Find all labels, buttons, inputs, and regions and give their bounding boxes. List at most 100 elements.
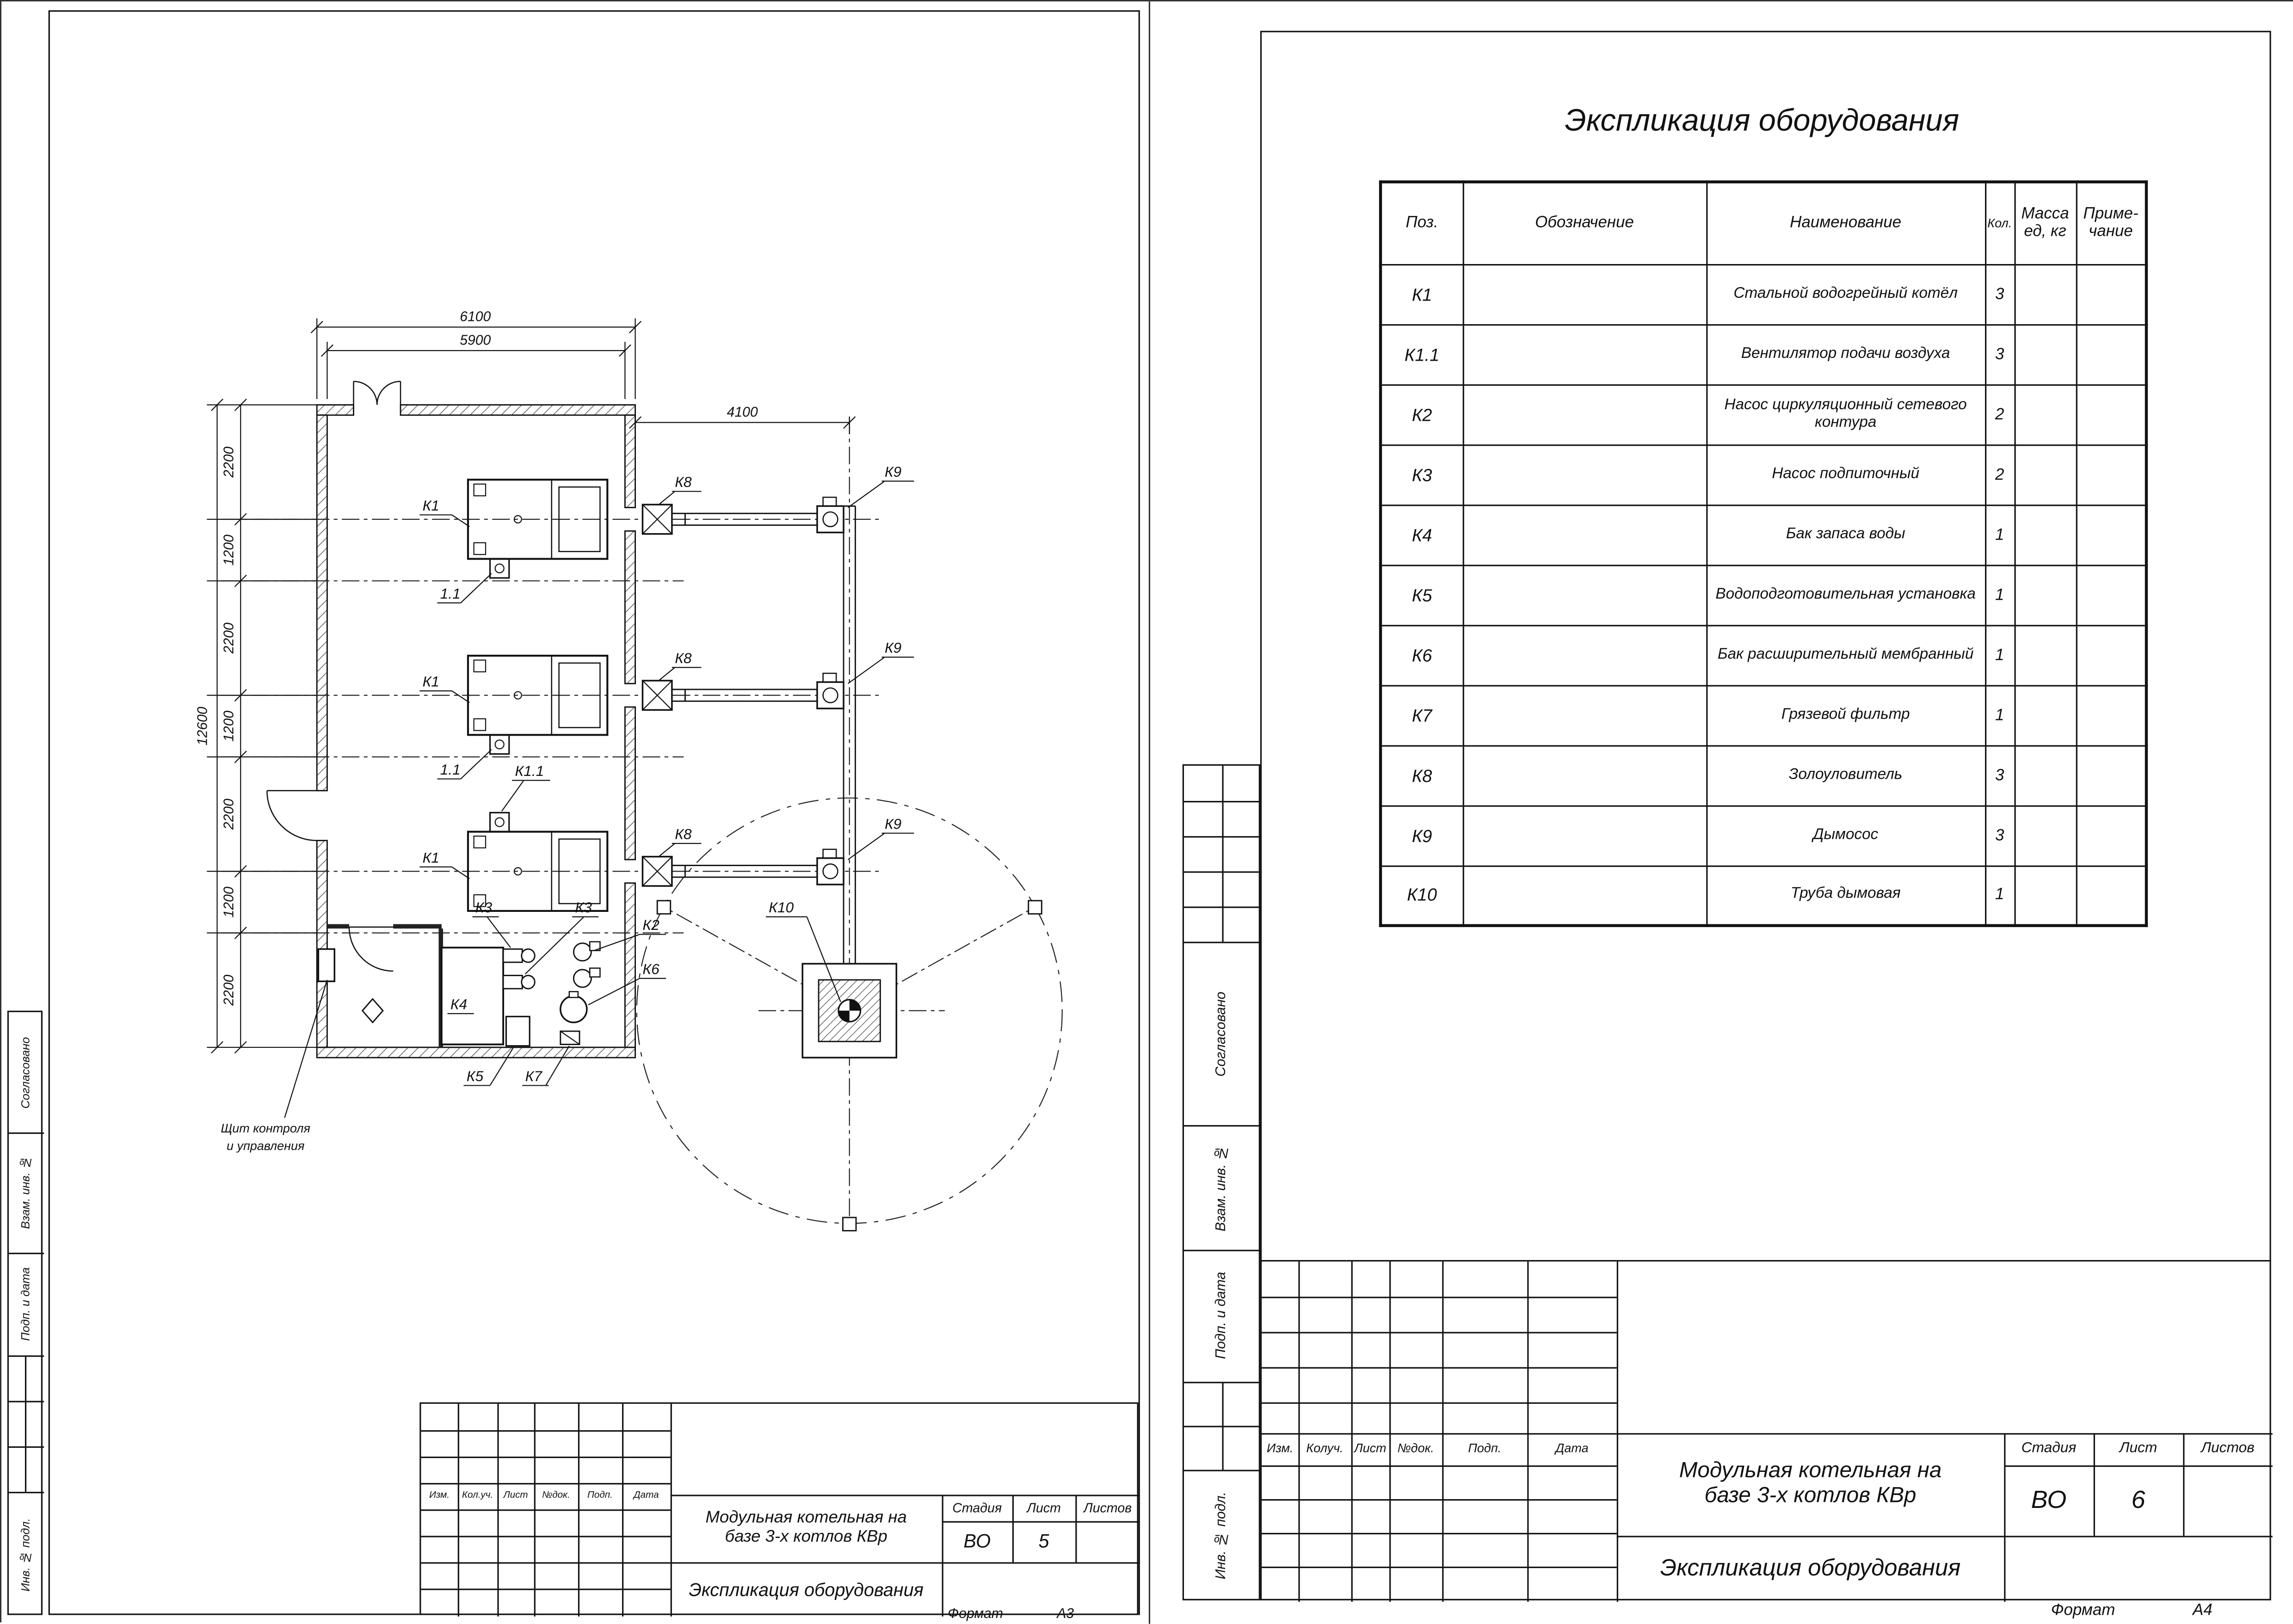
tb-stage-value: ВО: [963, 1529, 991, 1552]
sheet-a3-plan: Согласовано Взам. инв. № Подп. и дата Ин…: [1, 1, 1151, 1624]
tb-col-koluch: Кол.уч.: [462, 1491, 493, 1501]
row-name: Насос циркуляционный сетевого контура: [1705, 383, 1986, 445]
building-walls: [316, 404, 636, 1058]
label-k9-1: К9: [885, 463, 901, 480]
row-qty: 2: [1984, 383, 2016, 445]
chimney: [801, 963, 897, 1058]
row-qty: 3: [1984, 744, 2016, 806]
label-fan-full: К1.1: [515, 763, 544, 779]
row-name: Вентилятор подачи воздуха: [1705, 323, 1986, 385]
pump-k2-1: [573, 941, 601, 962]
tb-doc-title: Экспликация оборудования: [689, 1579, 924, 1600]
tb-col-ndok: №док.: [1397, 1440, 1434, 1456]
spec-header-pos: Поз.: [1380, 181, 1464, 265]
dimensions: [207, 318, 856, 1054]
label-k3-1: К3: [475, 899, 493, 916]
tb-sheet-number: 6: [2131, 1486, 2145, 1515]
row-pos: К1.1: [1380, 323, 1464, 385]
row-pos: К3: [1380, 443, 1464, 505]
label-k3-2: К3: [575, 899, 592, 916]
stamp-podp-data: Подп. и дата: [1213, 1272, 1230, 1359]
label-k10: К10: [769, 899, 794, 916]
row-qty: 1: [1984, 865, 2016, 927]
tb-col-list: Лист: [503, 1491, 528, 1501]
label-k1-3: К1: [423, 849, 439, 866]
title-block-a3: Изм. Кол.уч. Лист №док. Подп. Дата Модул…: [419, 1402, 1140, 1617]
aux-equipment: [317, 941, 601, 1047]
pump-k3-1: [502, 948, 536, 963]
tb-project-name: Модульная котельная на базе 3-х котлов К…: [1679, 1458, 1942, 1508]
label-k9-2: К9: [885, 640, 901, 656]
tb-sheet-label: Лист: [1027, 1501, 1061, 1515]
dim-seg-5: 2200: [221, 799, 236, 830]
ash-collectors: [641, 504, 673, 887]
sheet-a4-spec: Согласовано Взам. инв. № Подп. и дата Ин…: [1150, 1, 2293, 1624]
row-pos: К4: [1380, 504, 1464, 566]
flue-ducts: [672, 505, 856, 964]
tb-col-izm: Изм.: [429, 1491, 450, 1501]
label-k7: К7: [525, 1068, 543, 1084]
dim-seg-7: 2200: [221, 974, 236, 1006]
spec-header-note: Приме- чание: [2075, 181, 2147, 265]
expansion-tank-k6: [560, 991, 588, 1023]
row-name: Водоподготовительная установка: [1705, 564, 1986, 626]
label-fan-1: 1.1: [440, 585, 461, 602]
tb-col-koluch: Колуч.: [1306, 1440, 1344, 1456]
label-leaders: [284, 480, 914, 1118]
margin-stamp-strip: Согласовано Взам. инв. № Подп. и дата Ин…: [7, 1010, 44, 1615]
row-qty: 1: [1984, 504, 2016, 566]
stamp-vzam-inv: Взам. инв. №: [1213, 1144, 1230, 1231]
label-k1-1: К1: [423, 497, 439, 514]
format-note-a4: Формат А4: [2051, 1602, 2213, 1620]
label-k9-3: К9: [885, 815, 901, 832]
dim-12600: 12600: [195, 707, 210, 745]
spec-header-qty: Кол.: [1984, 181, 2016, 265]
tb-stage-label: Стадия: [2021, 1441, 2077, 1458]
stamp-podp-data: Подп. и дата: [18, 1267, 32, 1341]
row-name: Дымосос: [1705, 804, 1986, 867]
tb-col-ndok: №док.: [542, 1491, 570, 1501]
tb-doc-title: Экспликация оборудования: [1660, 1556, 1961, 1581]
boiler-1: [467, 479, 609, 579]
title-block-a4: Изм. Колуч. Лист №док. Подп. Дата Модуль…: [1260, 1260, 2273, 1602]
spec-header-designation: Обозначение: [1462, 181, 1707, 265]
label-k6: К6: [642, 960, 660, 977]
dim-6100: 6100: [460, 309, 491, 325]
dim-seg-6: 1200: [221, 886, 236, 917]
spec-header-name: Наименование: [1705, 181, 1986, 265]
tb-stage-label: Стадия: [952, 1501, 1002, 1515]
pump-k3-2: [502, 975, 536, 990]
format-note-a3: Формат А3: [948, 1606, 1074, 1623]
label-k8-3: К8: [675, 825, 692, 842]
label-k2: К2: [642, 917, 660, 933]
row-name: Бак расширительный мембранный: [1705, 624, 1986, 686]
filter-k7: [560, 1030, 580, 1046]
margin-stamp-strip: Согласовано Взам. инв. № Подп. и дата Ин…: [1182, 764, 1262, 1600]
boiler-3: [467, 812, 609, 912]
partition-walls: [327, 924, 444, 1047]
tb-col-podp: Подп.: [587, 1491, 613, 1501]
row-pos: К5: [1380, 564, 1464, 626]
row-qty: 1: [1984, 684, 2016, 746]
spec-title: Экспликация оборудования: [1565, 104, 1960, 138]
dim-4100: 4100: [727, 405, 758, 420]
dim-5900: 5900: [460, 332, 491, 348]
row-name: Стальной водогрейный котёл: [1705, 263, 1986, 325]
label-fan-2: 1.1: [440, 761, 461, 778]
floor-plan: 6100 5900 4100 2200 1200 2200 1200 2200 …: [195, 309, 1063, 1231]
boiler-2: [467, 654, 609, 755]
row-pos: К2: [1380, 383, 1464, 445]
tb-sheet-number: 5: [1038, 1529, 1049, 1552]
label-panel-line1: Щит контроля: [221, 1121, 310, 1135]
tb-col-data: Дата: [1555, 1440, 1589, 1456]
